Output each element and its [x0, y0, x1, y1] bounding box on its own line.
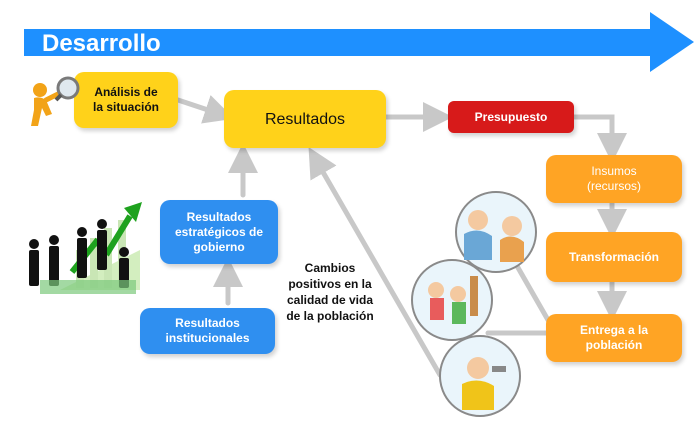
arrow-analisis-to-resultados [175, 95, 235, 124]
transformacion-label: Transformación [568, 249, 660, 264]
arrow-presupuesto-to-insumos [571, 114, 627, 163]
presupuesto-box: Presupuesto [448, 101, 574, 133]
resultados-label: Resultados [264, 110, 346, 128]
population-portraits-icon [411, 191, 537, 417]
resultados-estrategicos-box: Resultados estratégicos de gobierno [160, 200, 278, 264]
banner-title: Desarrollo [42, 30, 161, 57]
entrega-label: Entrega a la población [579, 323, 649, 352]
business-people-growth-icon [29, 202, 142, 294]
development-banner-arrow [24, 12, 694, 72]
insumos-box: Insumos (recursos) [546, 155, 682, 203]
insumos-label: Insumos (recursos) [586, 164, 641, 193]
analisis-situacion-label: Análisis de la situación [92, 85, 160, 114]
analisis-situacion-box: Análisis de la situación [74, 72, 178, 128]
resultados-institucionales-box: Resultados institucionales [140, 308, 275, 354]
magnifier-figure-icon [31, 76, 80, 126]
cambios-positivos-text: Cambios positivos en la calidad de vida … [286, 261, 374, 323]
arrow-poblacion-to-resultados [308, 147, 443, 378]
transformacion-box: Transformación [546, 232, 682, 282]
resultados-box: Resultados [224, 90, 386, 148]
resultados-institucionales-label: Resultados institucionales [165, 316, 250, 345]
resultados-estrategicos-label: Resultados estratégicos de gobierno [174, 209, 264, 254]
presupuesto-label: Presupuesto [474, 109, 548, 124]
entrega-box: Entrega a la población [546, 314, 682, 362]
